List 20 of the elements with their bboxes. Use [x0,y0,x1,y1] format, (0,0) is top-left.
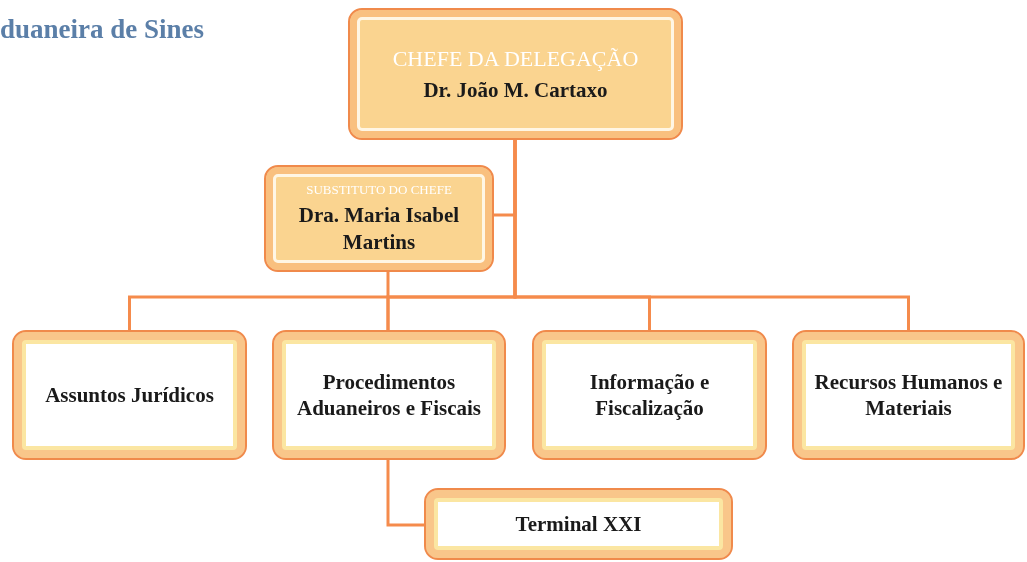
org-box [424,488,733,560]
unit-name: Recursos Humanos e Materiais [813,368,1004,422]
role-heading: CHEFE DA DELEGAÇÃO [392,45,639,73]
unit-name: Terminal XXI [515,510,642,538]
connector-line [386,272,390,330]
org-box [792,330,1025,460]
unit-name: Informação e Fiscalização [588,368,711,422]
role-heading: SUBSTITUTO DO CHEFE [306,182,452,199]
unit-name: Assuntos Jurídicos [45,381,214,409]
person-name: Dr. João M. Cartaxo [423,76,608,103]
org-box [272,330,506,460]
person-name: Dra. Maria Isabel Martins [297,202,461,255]
connector-line [386,460,424,527]
org-box [264,165,494,272]
page-title: duaneira de Sines [0,14,205,45]
org-box [532,330,767,460]
unit-name: Procedimentos Aduaneiros e Fiscais [296,368,482,422]
org-box [348,8,683,140]
connector-line [513,140,910,330]
org-box [12,330,247,460]
